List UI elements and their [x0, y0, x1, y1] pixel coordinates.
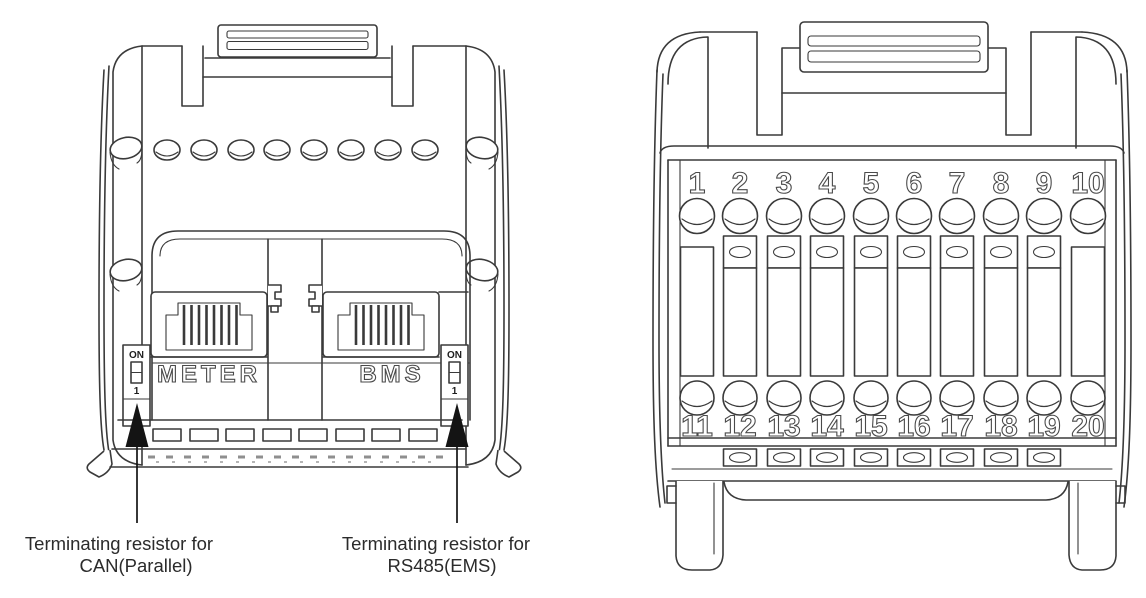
- callout-arrow-rs485: [445, 403, 469, 523]
- terminal-number-6: 6: [906, 167, 923, 200]
- terminal-number-12: 12: [723, 410, 756, 443]
- terminal-number-8: 8: [993, 167, 1010, 200]
- terminal-number-7: 7: [949, 167, 966, 200]
- terminal-number-17: 17: [940, 410, 973, 443]
- terminal-number-15: 15: [854, 410, 887, 443]
- dip-on-label: ON: [447, 350, 462, 361]
- dip-switch-rs485[interactable]: ON 1: [440, 344, 469, 427]
- callout-rs485-line2: RS485(EMS): [388, 555, 497, 576]
- terminal-number-13: 13: [767, 410, 800, 443]
- terminal-block-body: [652, 21, 1132, 508]
- rj45-pins: [354, 305, 410, 345]
- left-foot: [675, 481, 724, 571]
- terminal-number-18: 18: [984, 410, 1017, 443]
- top-latch: [799, 21, 989, 73]
- center-clip-left: [268, 284, 282, 307]
- wire-slots: [679, 235, 1106, 377]
- callout-label-can: Terminating resistor for CAN(Parallel): [25, 533, 213, 576]
- terminal-block-front-view: 1 2 3 4 5 6 7 8 9 10 11 12 13 14 15: [652, 21, 1132, 571]
- callout-arrow-can: [125, 403, 149, 523]
- meter-port-label: METER: [157, 361, 261, 388]
- terminal-number-1: 1: [689, 167, 706, 200]
- terminal-number-2: 2: [732, 167, 749, 200]
- callout-can-line1: Terminating resistor for: [25, 533, 213, 554]
- callout-label-rs485: Terminating resistor for RS485(EMS): [342, 533, 530, 576]
- terminal-number-3: 3: [776, 167, 793, 200]
- bottom-connector-band: [109, 419, 469, 468]
- right-foot: [1068, 481, 1117, 571]
- bms-rj45-port: [322, 291, 440, 358]
- terminal-number-10: 10: [1071, 167, 1104, 200]
- mounting-feet: [666, 480, 1126, 571]
- terminal-number-5: 5: [863, 167, 880, 200]
- meter-rj45-port: [150, 291, 268, 358]
- callout-can-line2: CAN(Parallel): [79, 555, 192, 576]
- terminal-holes-bottom-row: [679, 380, 1106, 416]
- top-face: [141, 24, 467, 107]
- bottom-left-hook: [86, 449, 113, 478]
- terminal-numbers-top-row: 1 2 3 4 5 6 7 8 9 10: [688, 166, 1105, 200]
- release-tabs: [671, 448, 1113, 470]
- callout-rs485-line1: Terminating resistor for: [342, 533, 530, 554]
- vent-holes: [153, 139, 439, 161]
- bms-port-label: BMS: [359, 361, 424, 388]
- terminal-numbers-bottom-row: 11 12 13 14 15 16 17 18 19 20: [681, 409, 1106, 443]
- mount-hook-lower-left: [109, 258, 143, 292]
- mount-hook-upper-right: [465, 136, 499, 170]
- dip-position-label: 1: [452, 386, 458, 397]
- top-latch: [217, 24, 378, 58]
- terminal-number-16: 16: [897, 410, 930, 443]
- terminal-number-20: 20: [1071, 410, 1104, 443]
- dip-on-label: ON: [129, 350, 144, 361]
- center-clip-right: [308, 284, 322, 307]
- port-panel: [151, 230, 471, 421]
- rj45-pins: [182, 305, 238, 345]
- terminal-number-4: 4: [819, 167, 836, 200]
- right-side-wing: [465, 45, 522, 478]
- mount-hook-upper-left: [109, 136, 143, 170]
- terminal-number-9: 9: [1036, 167, 1053, 200]
- dip-position-label: 1: [134, 386, 140, 397]
- terminal-number-14: 14: [810, 410, 844, 443]
- com-module-front-view: METER BMS ON 1 ON 1: [25, 24, 530, 576]
- bottom-right-hook: [495, 449, 522, 478]
- terminal-number-11: 11: [681, 410, 713, 443]
- terminal-number-19: 19: [1027, 410, 1060, 443]
- terminal-holes-top-row: [678, 197, 1107, 235]
